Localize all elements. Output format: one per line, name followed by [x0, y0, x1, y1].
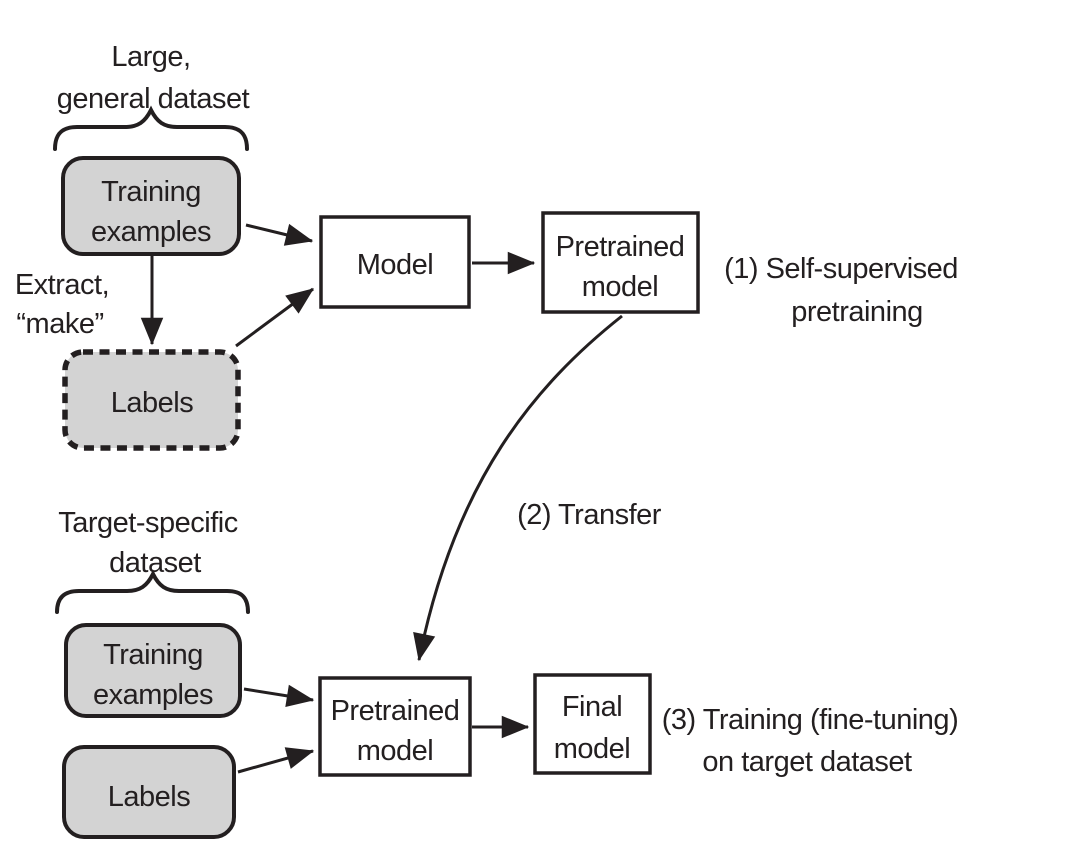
extract-note-line2: “make” [16, 308, 103, 340]
labels-box-bottom-label: Labels [108, 781, 190, 813]
target-dataset-title-line1: Target-specific [58, 507, 237, 539]
step3-label-line1: (3) Training (fine-tuning) [662, 704, 958, 736]
pretrained-model-bottom-label-line1: Pretrained [331, 695, 460, 727]
large-dataset-title-line1: Large, [111, 41, 190, 73]
extract-note-line1: Extract, [15, 269, 109, 301]
step1-label-line2: pretraining [791, 296, 923, 328]
training-examples-bottom-label-line1: Training [103, 639, 203, 671]
training-examples-bottom-label-line2: examples [93, 679, 213, 711]
arrow-labels-to-pretrained-bottom [237, 747, 315, 774]
arrow-transfer-curve [413, 314, 623, 662]
step1-label-line1: (1) Self-supervised [724, 253, 958, 285]
final-model-label-line1: Final [562, 691, 622, 723]
training-examples-box-bottom [64, 623, 242, 718]
final-model-label-line2: model [554, 733, 631, 765]
pretrained-model-bottom-label-line2: model [357, 735, 434, 767]
model-box-label: Model [357, 249, 434, 281]
training-examples-label-line2: examples [91, 216, 211, 248]
final-model-box [533, 673, 652, 775]
arrow-training-examples-to-model [245, 223, 314, 246]
pretrained-model-top-label-line2: model [582, 271, 659, 303]
labels-box-bottom [62, 745, 236, 839]
finetuning-stage: Target-specific dataset Training example… [55, 507, 959, 839]
arrow-training-examples-to-pretrained-bottom [243, 684, 315, 707]
pretrained-model-box-top [541, 211, 700, 314]
labels-box-label: Labels [111, 387, 193, 419]
labels-box-dashed [62, 349, 241, 451]
training-examples-label-line1: Training [101, 176, 201, 208]
step3-label-line2: on target dataset [702, 746, 912, 778]
pretrained-model-box-bottom [318, 676, 472, 777]
training-examples-box [61, 156, 241, 256]
transfer-stage: (2) Transfer [413, 314, 662, 662]
large-dataset-title-line2: general dataset [57, 83, 250, 115]
step2-label: (2) Transfer [517, 499, 662, 531]
pretraining-stage: Large, general dataset Training examples… [15, 41, 958, 451]
curly-brace-icon [53, 105, 249, 151]
model-box [319, 215, 471, 309]
target-dataset-title-line2: dataset [109, 547, 201, 579]
curly-brace-icon [55, 569, 250, 614]
arrow-labels-to-model [235, 287, 315, 348]
pretrained-model-top-label-line1: Pretrained [556, 231, 685, 263]
